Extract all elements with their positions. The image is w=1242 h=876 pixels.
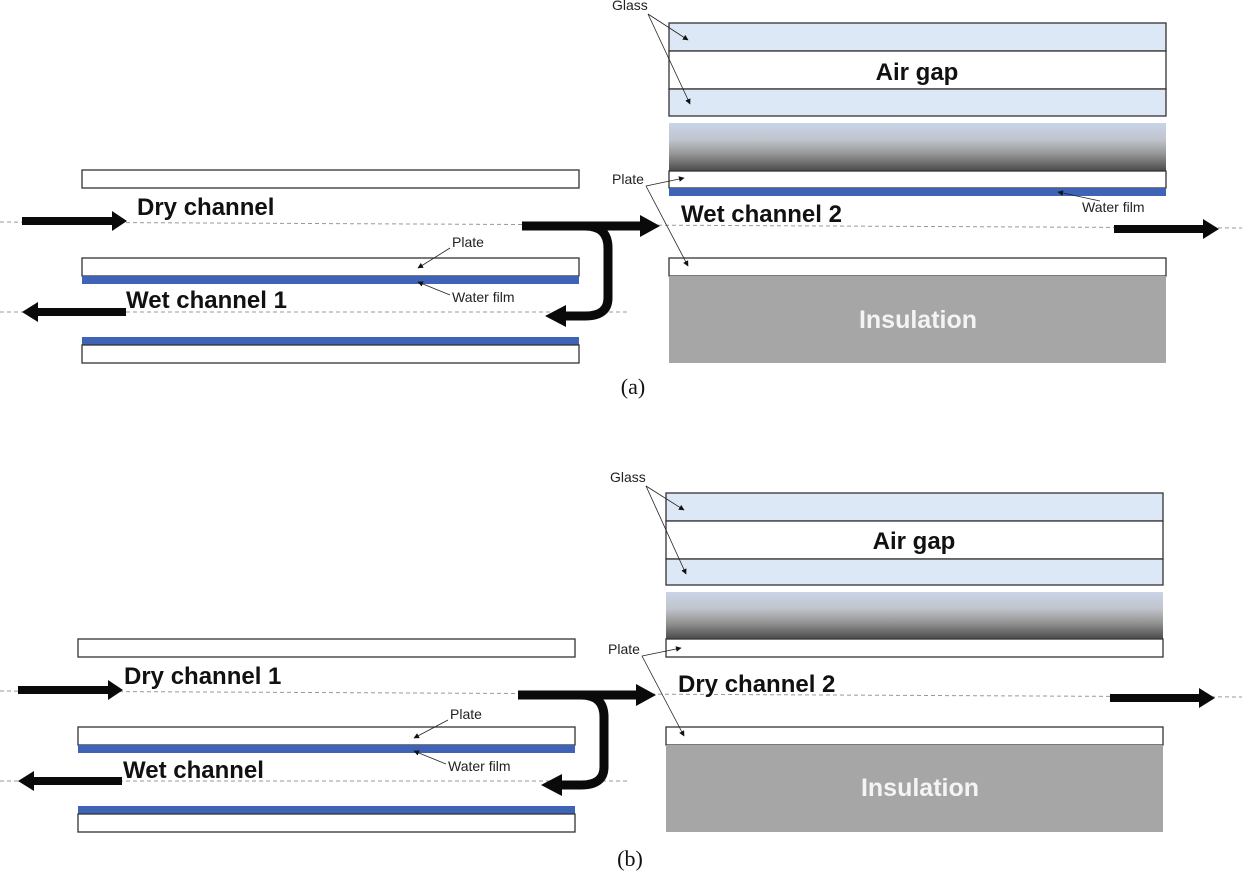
caption-a: (a) xyxy=(621,374,645,399)
plate-label-b: Plate xyxy=(450,706,482,722)
glass-leader-b1 xyxy=(645,485,685,511)
upper-plate-a xyxy=(668,170,1167,189)
air-gap-label-a: Air gap xyxy=(876,59,959,86)
glass-bottom-a xyxy=(668,88,1167,117)
insulation-b xyxy=(666,745,1163,832)
middle-plate-a xyxy=(81,257,580,277)
transfer-arrow-head-a xyxy=(640,215,660,237)
top-plate-b xyxy=(77,638,576,658)
glass-leader-b2 xyxy=(645,485,687,575)
water-film-b2 xyxy=(78,806,575,814)
upper-plate-leader-a2 xyxy=(645,185,689,267)
glass-top-b xyxy=(665,492,1164,522)
lower-channel-label-a: Dry channel xyxy=(137,194,274,221)
absorber-layers-b xyxy=(666,592,1163,639)
inlet-arrow-a xyxy=(22,211,127,231)
insulation-label-b: Insulation xyxy=(861,774,979,802)
upper-channel-label-b: Dry channel 2 xyxy=(678,671,835,698)
glass-bottom-b xyxy=(665,558,1164,586)
plate-leader-b xyxy=(413,719,449,739)
return-channel-label-b: Wet channel xyxy=(123,757,264,784)
return-arrow-b xyxy=(558,690,609,790)
water-film-b1 xyxy=(78,745,575,753)
water-film-label-b: Water film xyxy=(448,758,510,774)
absorber-layers-a xyxy=(669,123,1166,171)
plate-label-a: Plate xyxy=(452,234,484,250)
bottom-plate-a xyxy=(81,344,580,364)
lower-channel-label-b: Dry channel 1 xyxy=(124,663,281,690)
panel-a: Dry channel Wet channel 1 Plate Water fi… xyxy=(0,0,1242,399)
upper-plate-leader-a1 xyxy=(645,176,685,187)
caption-b: (b) xyxy=(617,846,643,871)
return-channel-label-a: Wet channel 1 xyxy=(126,287,287,314)
water-film-leader-a xyxy=(417,281,451,296)
upper-water-film-label-a: Water film xyxy=(1082,199,1144,215)
insulation-label-a: Insulation xyxy=(859,306,977,334)
air-gap-b xyxy=(665,520,1164,560)
top-plate-a xyxy=(81,169,580,189)
plate-leader-a xyxy=(417,247,451,269)
glass-label-b: Glass xyxy=(610,469,646,485)
inlet-arrow-b xyxy=(18,680,123,700)
water-film-leader-b xyxy=(413,750,447,765)
glass-leader-a1 xyxy=(647,13,689,41)
outlet-arrow-a xyxy=(22,302,126,322)
upper-plate-b xyxy=(665,638,1164,658)
insulation-a xyxy=(669,276,1166,363)
return-arrow-head-a xyxy=(545,305,566,327)
water-film-a1 xyxy=(82,276,579,284)
return-arrow-head-b xyxy=(541,774,562,796)
upper-plate-label-b: Plate xyxy=(608,641,640,657)
upper-water-film-a xyxy=(669,188,1166,196)
upper-outlet-arrow-b xyxy=(1110,688,1215,708)
upper-channel-label-a: Wet channel 2 xyxy=(681,201,842,228)
upper-plate-label-a: Plate xyxy=(612,171,644,187)
middle-plate-b xyxy=(77,726,576,746)
glass-leader-a2 xyxy=(647,13,691,105)
water-film-label-a: Water film xyxy=(452,289,514,305)
outlet-arrow-b xyxy=(18,771,122,791)
upper-plate-leader-b2 xyxy=(641,655,685,737)
water-film-a2 xyxy=(82,337,579,345)
upper-plate-leader-b1 xyxy=(641,646,682,657)
air-gap-label-b: Air gap xyxy=(873,528,956,555)
upper-outlet-arrow-a xyxy=(1114,219,1219,239)
channel-floor-plate-b xyxy=(665,726,1164,746)
panel-b: Dry channel 1 Wet channel Plate Water fi… xyxy=(0,469,1242,871)
glass-label-a: Glass xyxy=(612,0,648,13)
upper-water-film-leader-a xyxy=(1057,190,1101,202)
return-arrow-a xyxy=(562,221,613,321)
glass-top-a xyxy=(668,22,1167,52)
channel-floor-plate-a xyxy=(668,257,1167,277)
transfer-arrow-head-b xyxy=(636,684,656,706)
bottom-plate-b xyxy=(77,813,576,833)
air-gap-a xyxy=(668,50,1167,90)
